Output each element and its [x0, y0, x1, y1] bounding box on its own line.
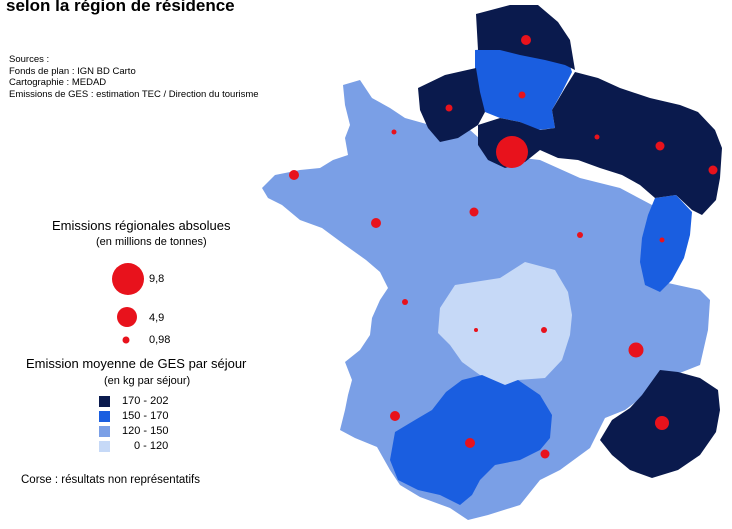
bubble-rhone-alpes — [628, 342, 644, 358]
sources-line: Sources : — [9, 54, 50, 65]
bubble-haute-normandie — [445, 104, 453, 112]
legend-swatch-120-150 — [99, 426, 110, 437]
sources-line: Emissions de GES : estimation TEC / Dire… — [9, 88, 259, 100]
legend-class-label: 120 - 150 — [122, 425, 169, 437]
legend-average-subtitle: (en kg par séjour) — [104, 375, 191, 387]
bubble-bourgogne — [577, 232, 583, 238]
bubble-aquitaine — [390, 411, 400, 421]
sources-line: Cartographie : MEDAD — [9, 77, 107, 88]
legend-swatch-170-202 — [99, 396, 110, 407]
bubble-alsace — [708, 165, 718, 175]
region-franche-comte — [640, 195, 692, 292]
bubble-nord — [521, 35, 531, 45]
bubble-poitou-charentes — [402, 299, 408, 305]
map-title: selon la région de résidence — [6, 0, 235, 15]
legend-class-label: 170 - 202 — [122, 395, 169, 407]
region-north-east — [540, 72, 722, 215]
legend-class-label: 0 - 120 — [134, 440, 169, 452]
bubble-languedoc — [540, 449, 550, 459]
legend-bubble-large — [112, 263, 144, 295]
bubble-lorraine — [655, 141, 665, 151]
legend-value-medium: 4,9 — [149, 312, 165, 324]
bubble-limousin — [474, 328, 478, 332]
bubble-centre — [469, 207, 479, 217]
legend-absolute-title: Emissions régionales absolues — [52, 218, 231, 233]
legend-absolute-subtitle: (en millions de tonnes) — [96, 236, 207, 248]
sources-line: Fonds de plan : IGN BD Carto — [9, 65, 136, 77]
legend-class-label: 150 - 170 — [122, 410, 169, 422]
region-haute-normandie — [418, 68, 485, 142]
bubble-franche-comte — [659, 237, 665, 243]
bubble-paca — [655, 416, 669, 430]
bubble-ile-de-france — [496, 136, 528, 168]
bubble-auvergne — [541, 327, 547, 333]
bubble-champagne — [594, 134, 600, 140]
legend-bubbles — [112, 263, 144, 344]
legend-value-large: 9,8 — [149, 273, 165, 285]
legend-bubble-medium — [117, 307, 137, 327]
bubble-pays-de-la-loire — [371, 218, 381, 228]
legend-swatch-0-120 — [99, 441, 110, 452]
corse-note: Corse : résultats non représentatifs — [21, 474, 200, 486]
bubble-basse-normandie — [391, 129, 397, 135]
bubble-midi-pyrenees — [465, 438, 475, 448]
legend-bubble-small — [122, 336, 130, 344]
legend-value-small: 0,98 — [149, 334, 171, 346]
region-picardie — [475, 48, 572, 130]
bubble-picardie — [518, 91, 526, 99]
legend-swatch-150-170 — [99, 411, 110, 422]
legend-average-title: Emission moyenne de GES par séjour — [26, 356, 247, 371]
bubbles — [289, 35, 718, 459]
region-limousin-auvergne — [438, 262, 572, 385]
sources-block: Sources : Fonds de plan : IGN BD Carto C… — [9, 54, 259, 100]
bubble-bretagne — [289, 170, 299, 180]
